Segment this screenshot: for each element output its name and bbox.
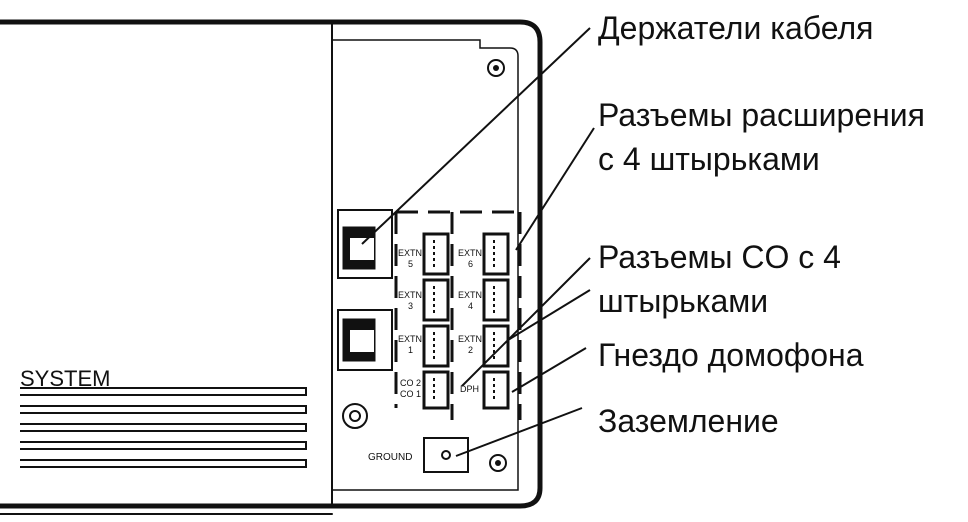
port-labels: EXTN. 5 EXTN. 3 EXTN. 1 EXTN. 6 EXTN. 4 … [398,248,485,399]
leader-co [461,257,591,387]
callout-expansion-line1: Разъемы расширения [598,97,925,133]
port-co [422,370,450,410]
cable-holder-lower [337,309,393,371]
port-extn4 [482,278,510,322]
system-label: SYSTEM [20,366,110,391]
port-extn3 [422,278,450,322]
label-extn1-top: EXTN. [398,334,425,344]
leader-lines [361,27,595,457]
label-dph: DPH [460,384,479,394]
leader-expansion [515,127,595,251]
callout-expansion-line2: с 4 штырьками [598,141,820,177]
label-extn6-top: EXTN. [458,248,485,258]
leader-ground [455,407,583,457]
port-extn5 [422,232,450,276]
label-extn3-top: EXTN. [398,290,425,300]
label-co1: CO 1 [400,389,421,399]
screw-left [342,403,368,429]
port-extn6 [482,232,510,276]
leader-doorphone [511,347,587,393]
screw-top [487,59,505,77]
unit-housing [0,19,543,515]
port-dph [482,370,510,410]
label-extn3-num: 3 [408,301,413,311]
callout-co-line2: штырьками [598,283,769,319]
label-extn2-top: EXTN. [458,334,485,344]
label-extn2-num: 2 [468,345,473,355]
label-extn5-top: EXTN. [398,248,425,258]
label-extn1-num: 1 [408,345,413,355]
label-extn6-num: 6 [468,259,473,269]
label-co2: CO 2 [400,378,421,388]
label-extn4-top: EXTN. [458,290,485,300]
callout-ground: Заземление [598,403,779,439]
callout-cable-holders: Держатели кабеля [598,10,874,46]
leader-cable-holders [361,27,591,245]
label-ground: GROUND [368,452,412,463]
screw-bottom [489,454,507,472]
port-extn2 [482,324,510,368]
vent-slots [20,387,307,468]
label-extn4-num: 4 [468,301,473,311]
leader-co-2 [507,289,591,341]
label-extn5-num: 5 [408,259,413,269]
callout-co-line1: Разъемы CO с 4 [598,239,841,275]
callout-doorphone: Гнездо домофона [598,337,864,373]
cable-holder-upper [337,209,393,279]
port-extn1 [422,324,450,368]
connector-frame [394,210,522,420]
ground-terminal: GROUND [368,437,469,473]
